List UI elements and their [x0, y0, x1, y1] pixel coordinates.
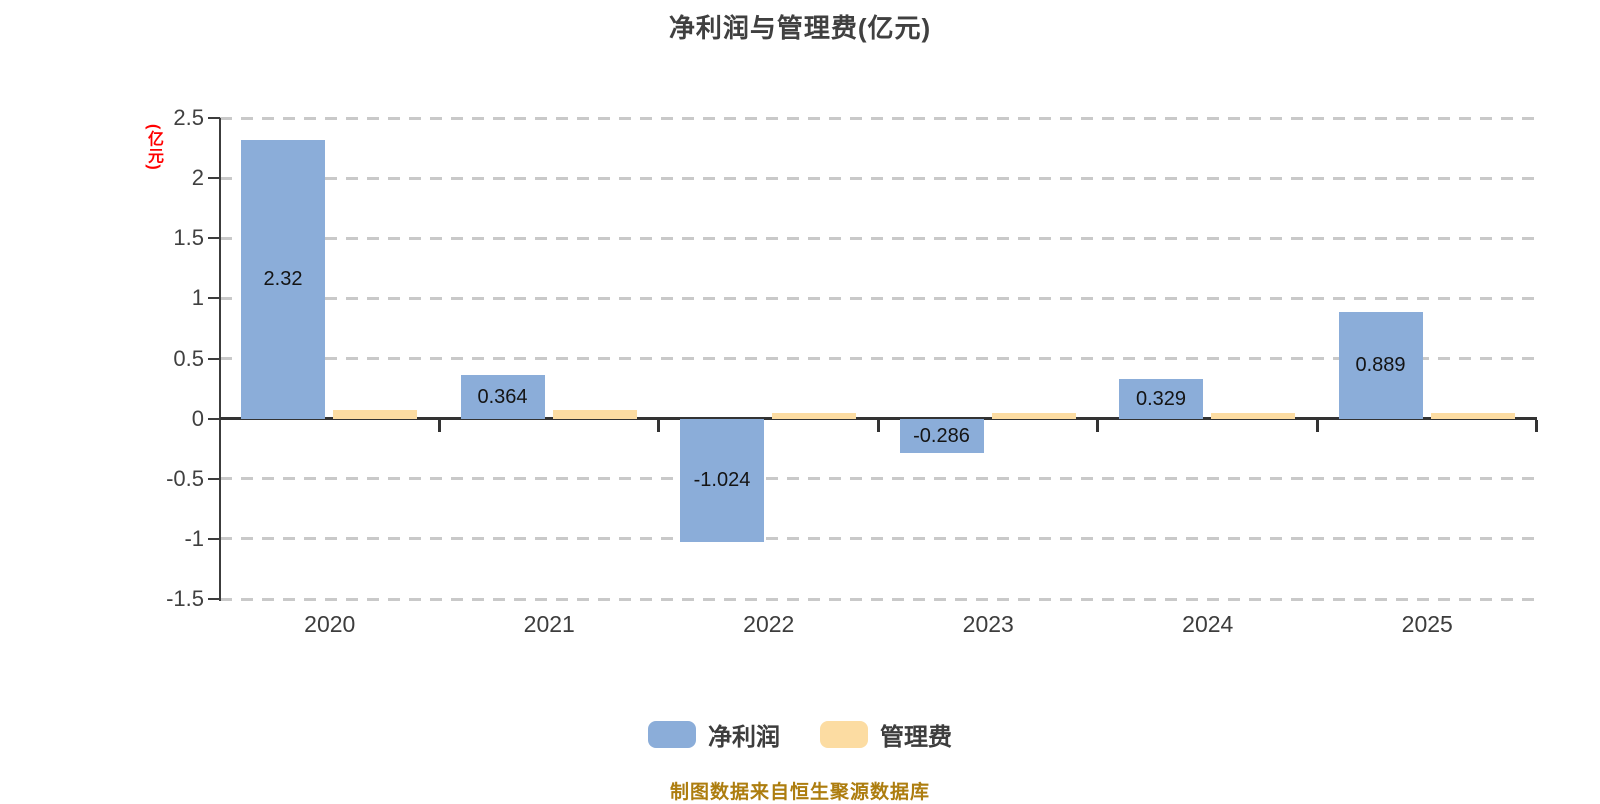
management-fee-bar-2023	[991, 412, 1076, 419]
y-axis-tick-mark	[208, 357, 220, 360]
management-fee-bar-2022	[772, 412, 856, 419]
x-axis-tick-label: 2023	[962, 611, 1014, 637]
legend-label-management-fee: 管理费	[880, 723, 952, 751]
x-axis-tick-label: 2022	[743, 611, 795, 637]
management-fee-bar-2024	[1211, 412, 1295, 419]
bar-value-label: 0.329	[1135, 387, 1187, 410]
net-profit-bar-2021	[460, 374, 545, 419]
bar-value-label: -0.286	[913, 424, 970, 447]
bar-value-label: -1.024	[693, 469, 751, 492]
legend: 净利润 管理费	[0, 716, 1600, 752]
gridline	[220, 116, 1537, 120]
gridline	[220, 597, 1537, 601]
gridline	[220, 236, 1537, 240]
y-axis-tick-mark	[208, 177, 220, 180]
data-source-note: 制图数据来自恒生聚源数据库	[669, 782, 930, 803]
y-axis-tick-mark	[208, 297, 220, 300]
y-axis-tick-label: -0.5	[166, 465, 204, 491]
legend-item-management-fee: 管理费	[820, 717, 952, 752]
y-axis-tick-label: -1	[184, 525, 204, 551]
y-axis-tick-mark	[208, 417, 220, 420]
net-profit-bar-2022	[680, 418, 764, 542]
x-axis-tick-mark	[657, 419, 660, 432]
x-axis-tick-label: 2025	[1401, 611, 1453, 637]
bar-value-label: 0.889	[1355, 354, 1406, 377]
gridline	[220, 537, 1537, 541]
management-fee-bar-2025	[1430, 413, 1515, 419]
x-axis-tick-label: 2024	[1182, 611, 1234, 637]
bar-value-label: 2.32	[263, 268, 303, 291]
x-axis-tick-mark	[1315, 419, 1319, 432]
y-axis-tick-label: 0	[191, 405, 204, 431]
y-axis-tick-mark	[208, 477, 220, 480]
x-axis-tick-mark	[1096, 419, 1099, 432]
legend-item-net-profit: 净利润	[648, 717, 780, 752]
gridline	[220, 477, 1537, 481]
y-axis-line	[219, 118, 221, 601]
net-profit-swatch-icon	[648, 720, 696, 748]
gridline	[220, 176, 1537, 180]
net-profit-bar-2024	[1119, 379, 1203, 419]
gridline	[220, 296, 1537, 300]
management-fee-bar-2021	[552, 410, 637, 419]
x-axis-tick-mark	[876, 419, 880, 432]
net-profit-bar-2023	[899, 418, 984, 454]
legend-label-net-profit: 净利润	[708, 723, 780, 751]
net-profit-bar-2020	[241, 139, 325, 419]
management-fee-bar-2020	[333, 409, 417, 419]
y-axis-tick-mark	[208, 117, 220, 119]
y-axis-tick-mark	[208, 598, 220, 600]
x-axis-line	[220, 417, 1537, 421]
y-axis-tick-label: 2.5	[173, 105, 204, 130]
y-axis-tick-label: 0.5	[173, 345, 204, 371]
bar-value-label: 0.364	[477, 385, 528, 408]
gridline	[220, 357, 1537, 360]
management-fee-swatch-icon	[820, 720, 868, 748]
x-axis-tick-label: 2020	[304, 611, 356, 637]
y-axis-tick-mark	[208, 237, 220, 240]
x-axis-tick-mark	[1535, 419, 1538, 432]
y-axis-tick-label: 1	[191, 285, 204, 311]
x-axis-tick-mark	[437, 419, 441, 432]
chart-title: 净利润与管理费(亿元)	[668, 13, 932, 43]
x-axis-tick-label: 2021	[523, 611, 575, 637]
y-axis-title: (亿元)	[145, 124, 162, 171]
net-profit-bar-2025	[1338, 311, 1423, 419]
y-axis-tick-mark	[208, 537, 220, 540]
y-axis-tick-label: 1.5	[173, 225, 204, 251]
y-axis-tick-label: 2	[191, 165, 204, 191]
y-axis-tick-label: -1.5	[166, 586, 204, 611]
